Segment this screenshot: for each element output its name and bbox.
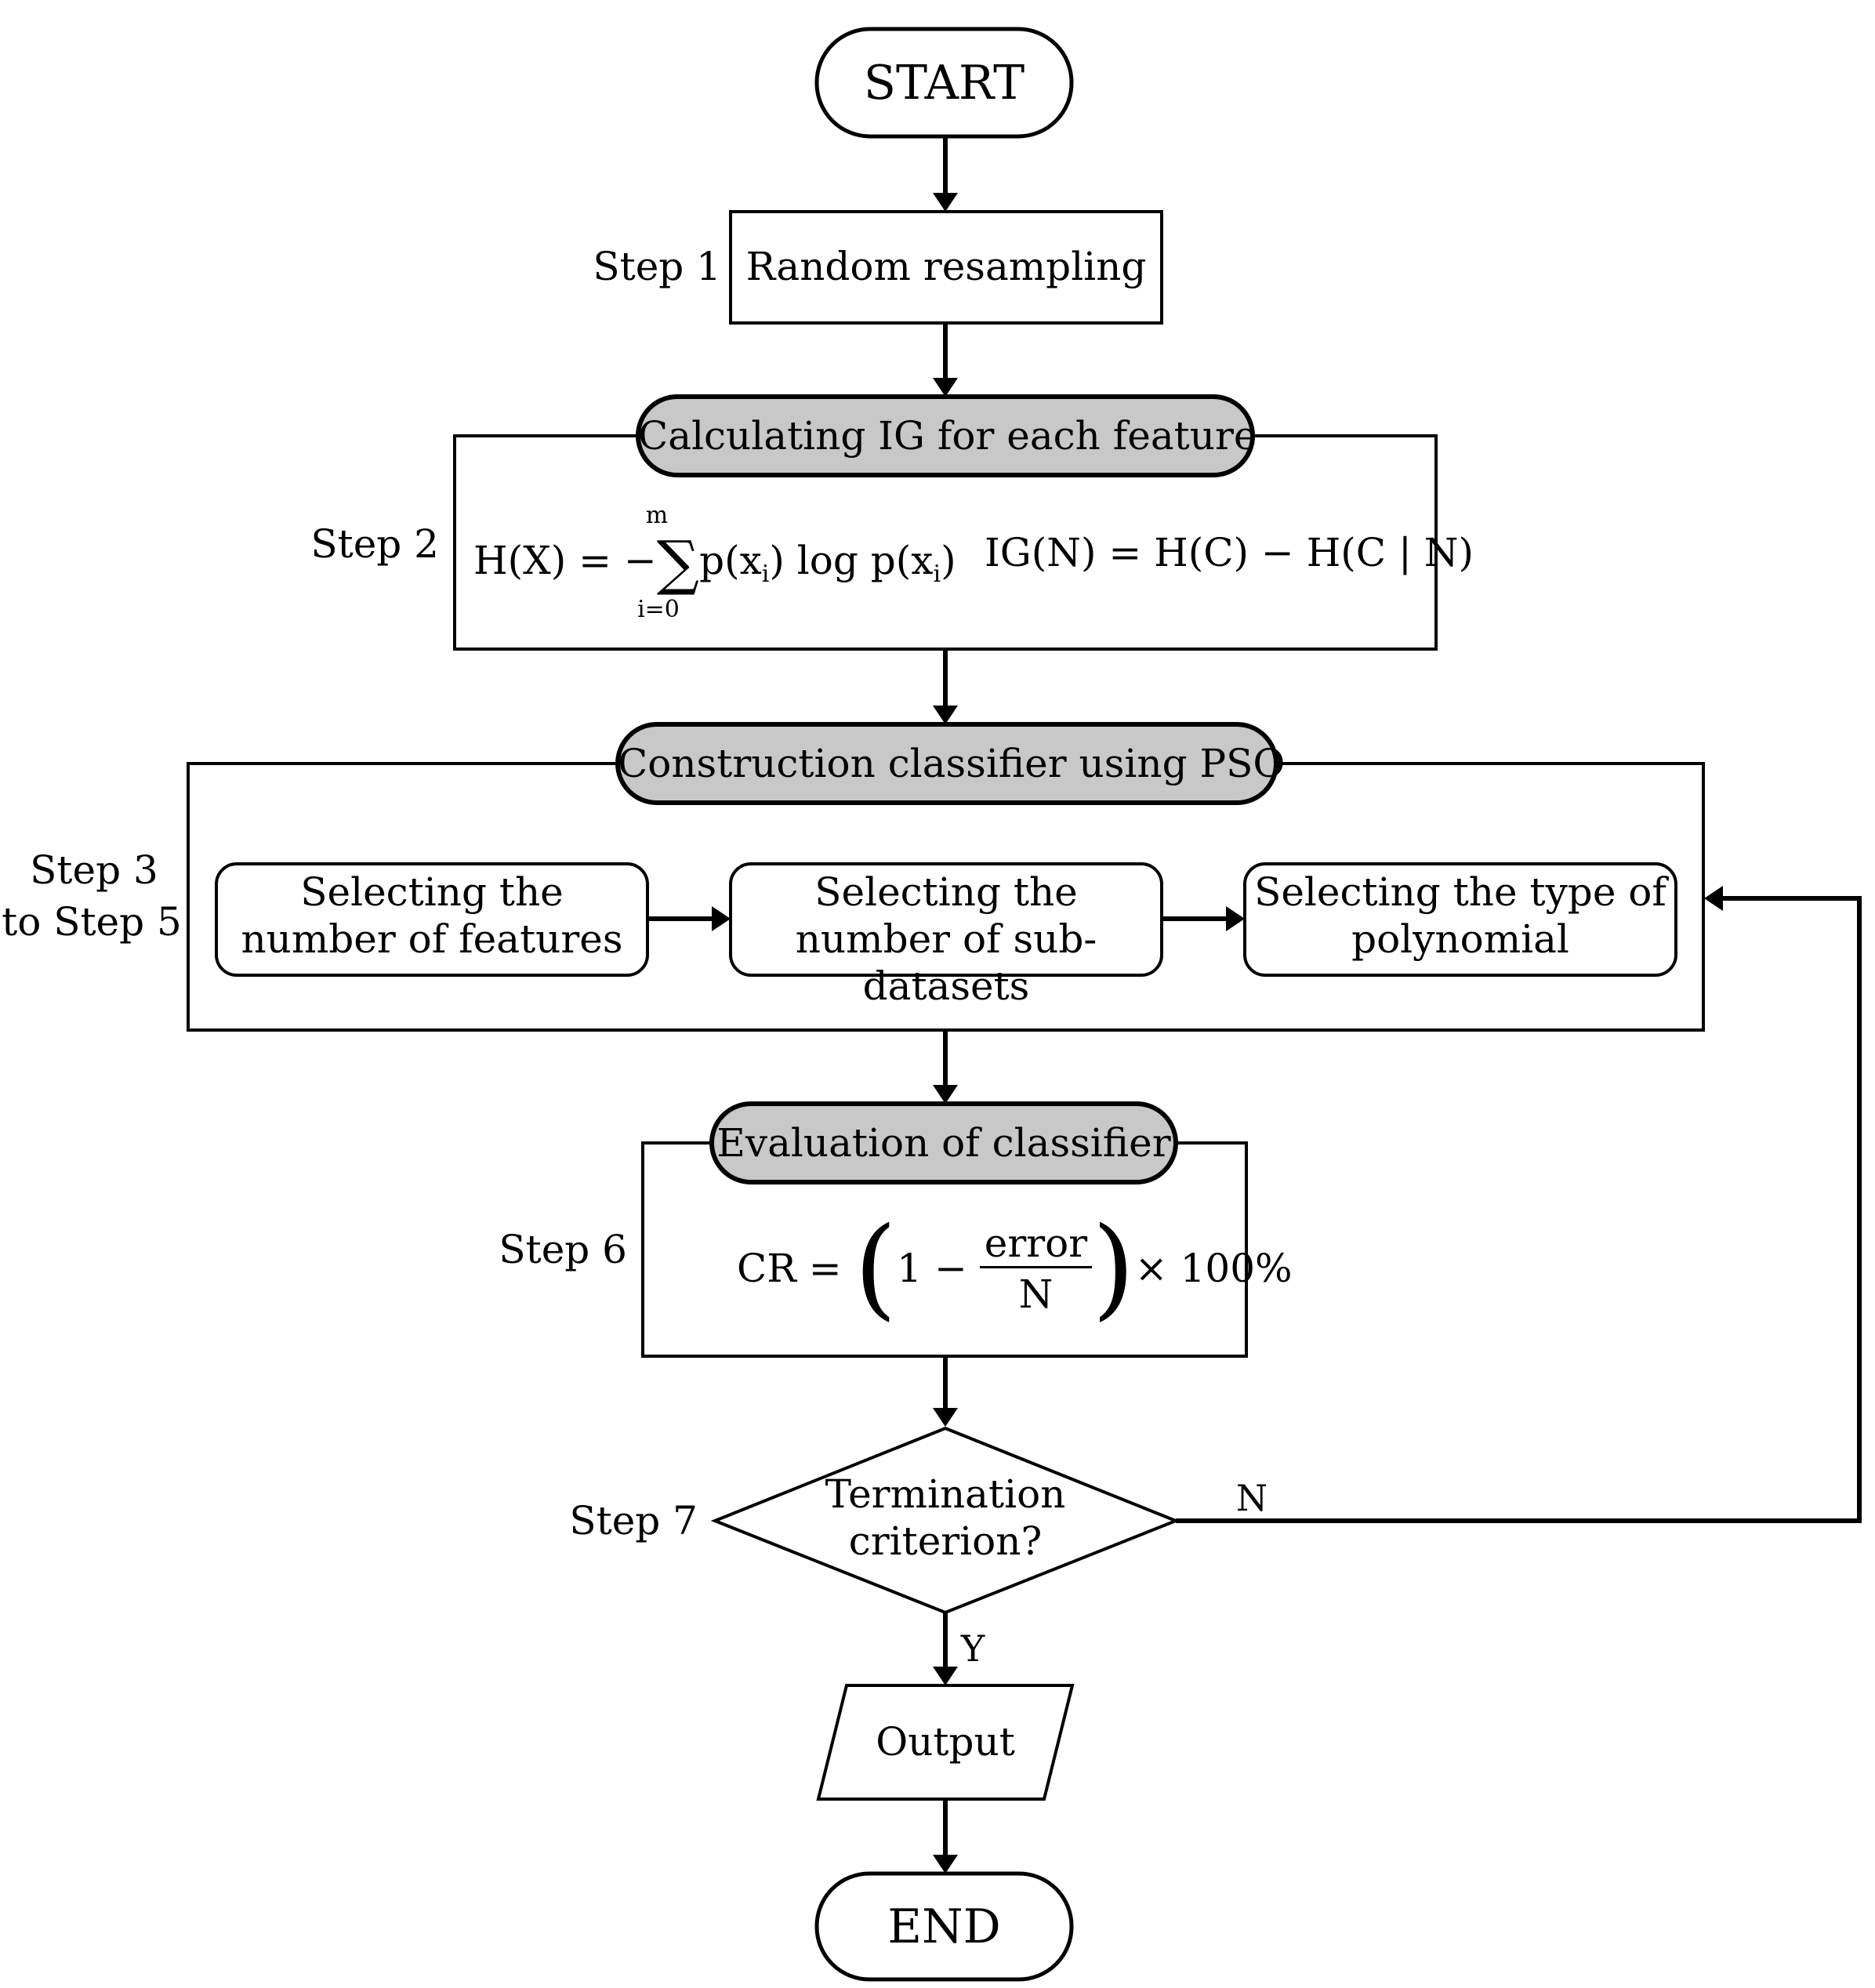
select-polynomial-box bbox=[1243, 862, 1677, 977]
output-parallelogram bbox=[816, 1684, 1075, 1801]
ig-section-title-pill bbox=[636, 394, 1255, 477]
select-features-box bbox=[215, 862, 649, 977]
arrowhead-step7 bbox=[933, 1408, 958, 1427]
pso-section-title-pill bbox=[615, 722, 1278, 805]
arrowhead-step6 bbox=[933, 1085, 958, 1104]
arrowhead-polynomial bbox=[1226, 906, 1245, 931]
arrowhead-output bbox=[933, 1667, 958, 1685]
eval-section-title-pill bbox=[709, 1101, 1178, 1184]
no-feedback-line bbox=[1176, 896, 1862, 1523]
select-subdatasets-box bbox=[729, 862, 1163, 977]
random-resampling-box bbox=[729, 210, 1163, 325]
arrowhead-step3 bbox=[933, 706, 958, 724]
arrowhead-end bbox=[933, 1855, 958, 1874]
arrowhead-step2 bbox=[933, 378, 958, 397]
arrowhead-step1 bbox=[933, 193, 958, 212]
end-terminal bbox=[814, 1871, 1074, 1982]
arrowhead-feedback bbox=[1704, 886, 1723, 911]
arrowhead-subdatasets bbox=[712, 906, 731, 931]
termination-decision-diamond bbox=[710, 1426, 1180, 1615]
start-terminal bbox=[814, 27, 1074, 139]
